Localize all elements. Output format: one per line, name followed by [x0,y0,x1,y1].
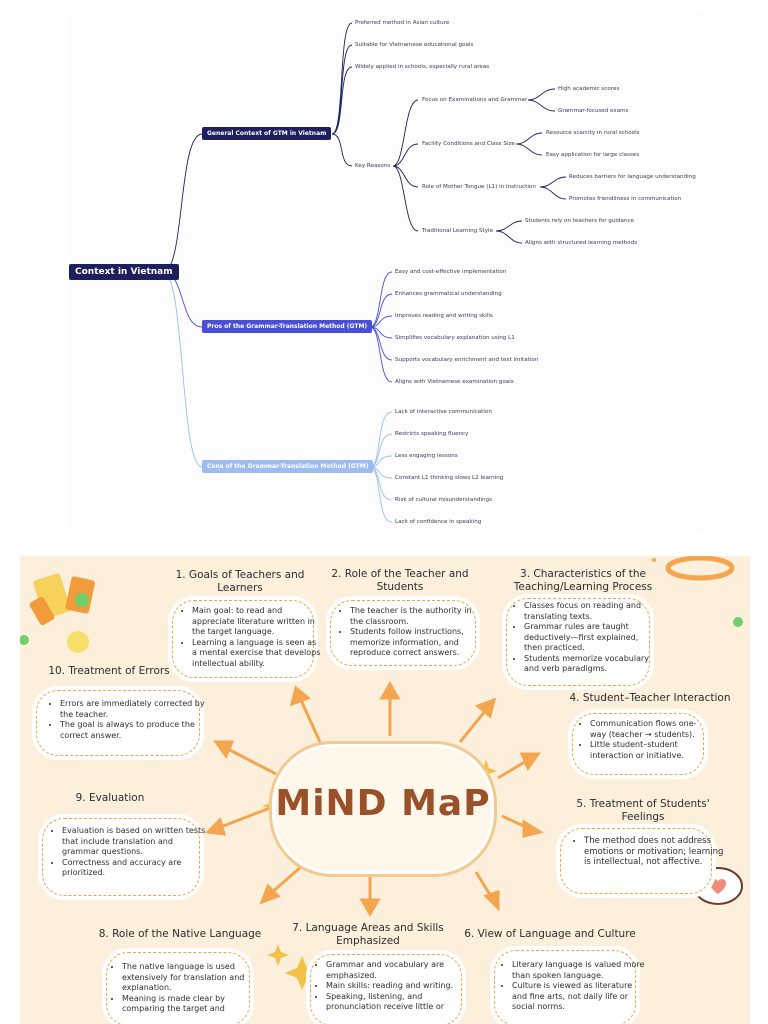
key-reasons-label: Key Reasons [355,163,391,169]
section-1-title: 1. Goals of Teachers and Learners [175,569,305,594]
cons-item: Risk of cultural misunderstandings [395,497,493,503]
section-7-title: 7. Language Areas and Skills Emphasized [292,922,444,947]
general-item: Preferred method in Asian culture [355,20,450,26]
list-item: The native language is used extensively … [122,962,262,994]
branch-pros[interactable]: Pros of the Grammar-Translation Method (… [202,320,373,333]
poster-decorations [20,556,743,990]
list-item: Evaluation is based on written tests tha… [62,826,208,858]
list-item: Little student–student interaction or in… [590,740,712,761]
section-7-cloud [310,954,462,1024]
section-5-title: 5. Treatment of Students' Feelings [576,798,710,823]
section-4-cloud [572,713,704,775]
cons-item: Restricts speaking fluency [395,431,469,437]
branch-cons[interactable]: Cons of the Grammar-Translation Method (… [202,460,374,473]
list-item: The teacher is the authority in the clas… [350,606,482,627]
halo-icon [652,556,743,627]
section-9-title: 9. Evaluation [75,792,145,804]
center-title: MiND MaP [275,783,491,824]
list-item: Meaning is made clear by comparing the t… [122,994,262,1015]
section-1-list: Main goal: to read and appreciate litera… [180,606,322,669]
reason-child: Aligns with structured learning methods [525,240,638,246]
section-4-title: 4. Student–Teacher Interaction [569,692,731,704]
section-3-cloud [506,598,650,686]
sparkle-icon [262,760,497,990]
section-2-title: 2. Role of the Teacher and Students [331,568,469,593]
list-item: The goal is always to produce the correc… [60,720,206,741]
section-3-list: Classes focus on reading and translating… [512,601,656,675]
root-node[interactable]: Context in Vietnam [69,264,179,280]
list-item: Students memorize vocabulary and verb pa… [524,654,656,675]
section-10-title: 10. Treatment of Errors [48,665,170,677]
reason-child: High academic scores [558,86,620,92]
list-item: Students follow instructions, memorize i… [350,627,482,659]
mind-map-poster: MiND MaP 1. Goals of Teachers and Learne… [20,556,750,1024]
reason-child: Promotes friendliness in communication [569,196,682,202]
cons-item: Lack of interactive communication [395,409,492,415]
section-2-cloud [330,600,476,666]
section-10-cloud [36,690,200,756]
reason-label: Facility Conditions and Class Size [422,141,515,147]
list-item: Errors are immediately corrected by the … [60,699,206,720]
section-8-cloud [106,952,250,1024]
section-8-list: The native language is used extensively … [110,962,262,1015]
section-9-list: Evaluation is based on written tests tha… [50,826,208,879]
list-item: Classes focus on reading and translating… [524,601,656,622]
cons-item: Constant L1 thinking slows L2 learning [395,475,504,481]
section-6-list: Literary language is valued more than sp… [500,960,648,1013]
pros-item: Aligns with Vietnamese examination goals [395,379,514,385]
section-10-list: Errors are immediately corrected by the … [48,699,206,741]
reason-child: Grammar-focused exams [558,108,629,114]
list-item: Grammar rules are taught deductively—fir… [524,622,656,654]
list-item: Correctness and accuracy are prioritized… [62,858,208,879]
pros-item: Improves reading and writing skills [395,313,493,319]
center-cloud: MiND MaP [272,744,494,874]
general-item: Suitable for Vietnamese educational goal… [355,42,474,48]
reason-child: Resource scarcity in rural schools [546,130,640,136]
list-item: Literary language is valued more than sp… [512,960,648,981]
pros-item: Supports vocabulary enrichment and text … [395,357,539,363]
general-item: Widely applied in schools, especially ru… [355,64,490,70]
pros-item: Enhances grammatical understanding [395,291,502,297]
section-7-list: Grammar and vocabulary are emphasized. M… [314,960,474,1013]
section-1-cloud [172,600,314,678]
list-item: The method does not address emotions or … [584,836,730,868]
section-8-title: 8. Role of the Native Language [98,928,262,940]
reason-child: Students rely on teachers for guidance [525,218,634,224]
list-item: Main skills: reading and writing. [326,981,474,992]
reason-label: Role of Mother Tongue (L1) in Instructio… [422,184,536,190]
cons-item: Lack of confidence in speaking [395,519,482,525]
reason-child: Easy application for large classes [546,152,640,158]
reason-child: Reduces barriers for language understand… [569,174,696,180]
section-5-list: The method does not address emotions or … [572,836,730,868]
section-4-list: Communication flows one-way (teacher → s… [578,719,712,761]
pros-item: Simplifies vocabulary explanation using … [395,335,515,341]
reason-label: Traditional Learning Style [422,228,494,234]
section-9-cloud [42,818,200,896]
confetti-icon [20,573,95,653]
cons-item: Less engaging lessons [395,453,458,459]
list-item: Communication flows one-way (teacher → s… [590,719,712,740]
list-item: Learning a language is seen as a mental … [192,638,322,670]
branch-general-context[interactable]: General Context of GTM in Vietnam [202,127,332,140]
section-5-cloud [560,828,712,894]
list-item: Main goal: to read and appreciate litera… [192,606,322,638]
section-6-cloud [494,950,636,1024]
tree-connectors [162,22,567,523]
section-3-title: 3. Characteristics of the Teaching/Learn… [513,568,653,593]
reason-label: Focus on Examinations and Grammar [422,97,528,103]
section-6-title: 6. View of Language and Culture [464,928,636,940]
list-item: Grammar and vocabulary are emphasized. [326,960,474,981]
pros-item: Easy and cost-effective implementation [395,269,507,275]
list-item: Culture is viewed as literature and fine… [512,981,648,1013]
section-2-list: The teacher is the authority in the clas… [338,606,482,659]
list-item: Speaking, listening, and pronunciation r… [326,992,474,1013]
